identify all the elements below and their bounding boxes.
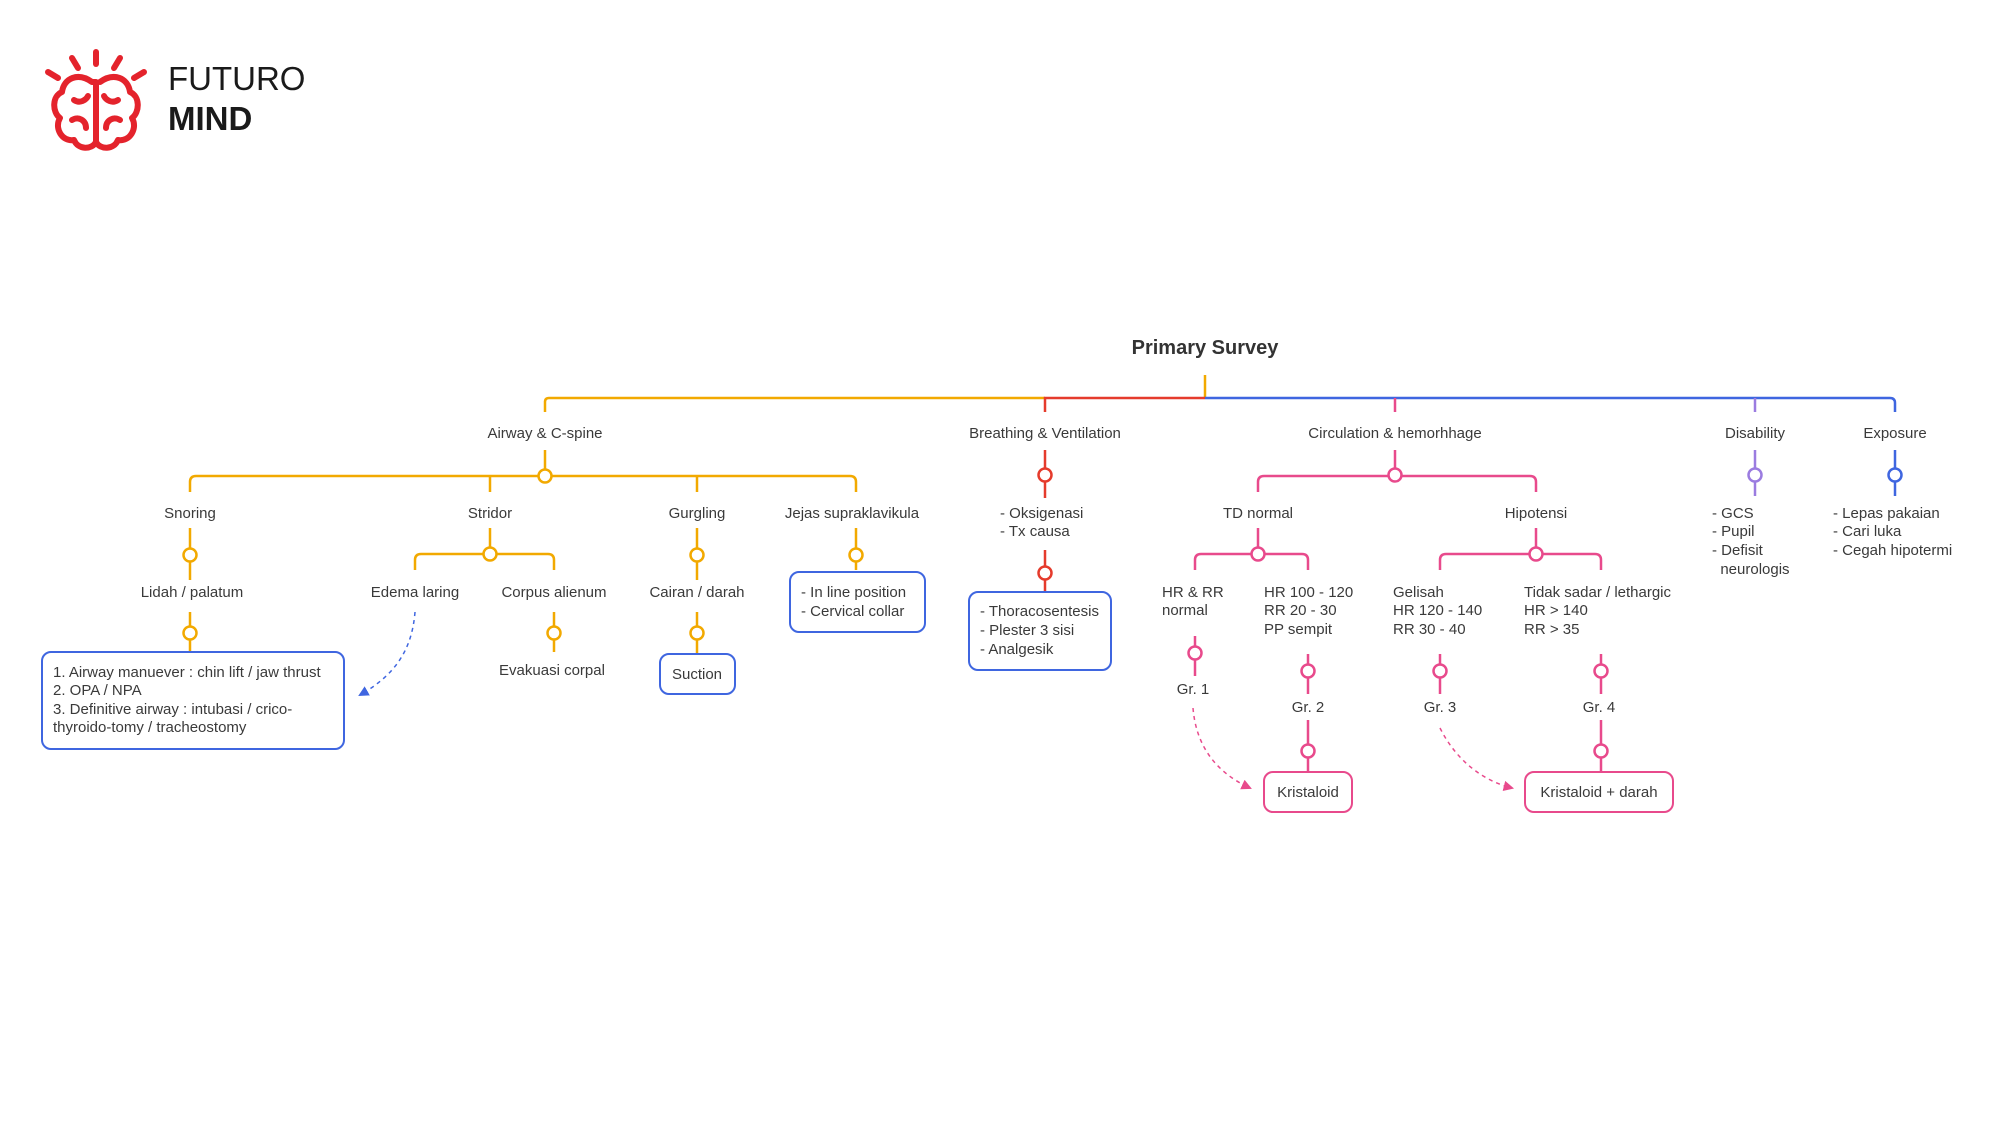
kristaloid-label: Kristaloid	[1277, 784, 1339, 801]
kristaloid-darah-label: Kristaloid + darah	[1540, 784, 1657, 801]
g3-arrow	[1439, 727, 1515, 792]
g1-arrow	[1192, 707, 1252, 790]
snoring-action-3: 3. Definitive airway : intubasi / crico-	[53, 701, 292, 718]
snoring-node	[182, 547, 198, 563]
suction-box	[659, 653, 736, 695]
exposure-item-2: - Cari luka	[1833, 523, 1902, 540]
g2-label: Gr. 2	[1292, 699, 1325, 716]
kristaloid-box	[1263, 771, 1353, 813]
jejas-action-2: - Cervical collar	[801, 603, 904, 620]
airway-node	[537, 468, 553, 484]
hipotensi-node	[1528, 546, 1544, 562]
stridor-label: Stridor	[468, 505, 512, 522]
circulation-node	[1387, 467, 1403, 483]
disability-item-4: neurologis	[1712, 561, 1790, 578]
g3-desc-3: RR 30 - 40	[1393, 621, 1466, 638]
g2-desc-1: HR 100 - 120	[1264, 584, 1353, 601]
td-normal-node	[1250, 546, 1266, 562]
cairan-node	[689, 625, 705, 641]
logo-line2: MIND	[168, 100, 252, 137]
jejas-action-1: - In line position	[801, 584, 906, 601]
corpus-label: Corpus alienum	[501, 584, 606, 601]
snoring-action-1: 1. Airway manuever : chin lift / jaw thr…	[53, 664, 321, 681]
g1-node	[1187, 645, 1203, 661]
stridor-node	[482, 546, 498, 562]
breathing-action-3: - Analgesik	[980, 641, 1054, 658]
snoring-label: Snoring	[164, 505, 216, 522]
g3-desc-2: HR 120 - 140	[1393, 602, 1482, 619]
g2-desc-3: PP sempit	[1264, 621, 1333, 638]
disability-item-3: - Defisit	[1712, 542, 1764, 559]
edema-arrow	[358, 611, 416, 697]
exposure-node	[1887, 467, 1903, 483]
evakuasi-label: Evakuasi corpal	[499, 662, 605, 679]
breathing-item-2: - Tx causa	[1000, 523, 1070, 540]
logo-line1: FUTURO	[168, 60, 305, 97]
exposure-item-1: - Lepas pakaian	[1833, 505, 1940, 522]
g1-desc-1: HR & RR	[1162, 584, 1224, 601]
breathing-action-box	[968, 591, 1112, 671]
disability-item-2: - Pupil	[1712, 523, 1755, 540]
jejas-box	[789, 571, 926, 633]
circulation-label: Circulation & hemorhhage	[1308, 425, 1481, 442]
hipotensi-label: Hipotensi	[1505, 505, 1568, 522]
jejas-node	[848, 547, 864, 563]
edema-label: Edema laring	[371, 584, 459, 601]
cairan-label: Cairan / darah	[649, 584, 744, 601]
g4-label: Gr. 4	[1583, 699, 1616, 716]
suction-label: Suction	[672, 666, 722, 683]
breathing-tx-node	[1037, 565, 1053, 581]
g4-desc-1: Tidak sadar / lethargic	[1524, 584, 1672, 601]
breathing-action-1: - Thoracosentesis	[980, 603, 1099, 620]
exposure-item-3: - Cegah hipotermi	[1833, 542, 1952, 559]
airway-manuever-box	[41, 651, 345, 750]
g4-desc-2: HR > 140	[1524, 602, 1588, 619]
breathing-action-2: - Plester 3 sisi	[980, 622, 1074, 639]
page-title: Primary Survey	[1132, 337, 1280, 359]
brain-icon	[45, 49, 147, 151]
breathing-node	[1037, 467, 1053, 483]
td-normal-label: TD normal	[1223, 505, 1293, 522]
g4-node	[1593, 663, 1609, 679]
g3-desc-1: Gelisah	[1393, 584, 1444, 601]
g1-desc-2: normal	[1162, 602, 1208, 619]
snoring-action-2: 2. OPA / NPA	[53, 682, 142, 699]
g4-action-node	[1593, 743, 1609, 759]
snoring-action-4: thyroido-tomy / tracheostomy	[53, 719, 247, 736]
lidah-node	[182, 625, 198, 641]
g2-desc-2: RR 20 - 30	[1264, 602, 1337, 619]
disability-node	[1747, 467, 1763, 483]
logo: FUTURO MIND	[45, 49, 305, 151]
airway-connectors	[188, 450, 858, 654]
gurgling-label: Gurgling	[669, 505, 726, 522]
g4-desc-3: RR > 35	[1524, 621, 1579, 638]
g2-action-node	[1300, 743, 1316, 759]
kristaloid-darah-box	[1524, 771, 1674, 813]
root-connectors	[543, 375, 1897, 412]
airway-label: Airway & C-spine	[487, 425, 602, 442]
disability-label: Disability	[1725, 425, 1786, 442]
breathing-label: Breathing & Ventilation	[969, 425, 1121, 442]
gurgling-node	[689, 547, 705, 563]
disability-item-1: - GCS	[1712, 505, 1754, 522]
corpus-node	[546, 625, 562, 641]
g3-label: Gr. 3	[1424, 699, 1457, 716]
exposure-label: Exposure	[1863, 425, 1926, 442]
g1-label: Gr. 1	[1177, 681, 1210, 698]
g2-node	[1300, 663, 1316, 679]
breathing-item-1: - Oksigenasi	[1000, 505, 1083, 522]
lidah-label: Lidah / palatum	[141, 584, 244, 601]
g3-node	[1432, 663, 1448, 679]
jejas-label: Jejas supraklavikula	[785, 505, 920, 522]
